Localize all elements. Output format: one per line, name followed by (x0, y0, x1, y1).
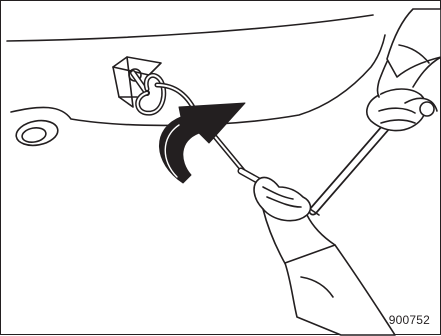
rotation-arrow (159, 103, 245, 183)
figure-code-label: 900752 (389, 313, 430, 327)
bumper-lamp (14, 118, 60, 149)
bumper-top-line (7, 15, 373, 41)
upper-hand (367, 9, 441, 131)
